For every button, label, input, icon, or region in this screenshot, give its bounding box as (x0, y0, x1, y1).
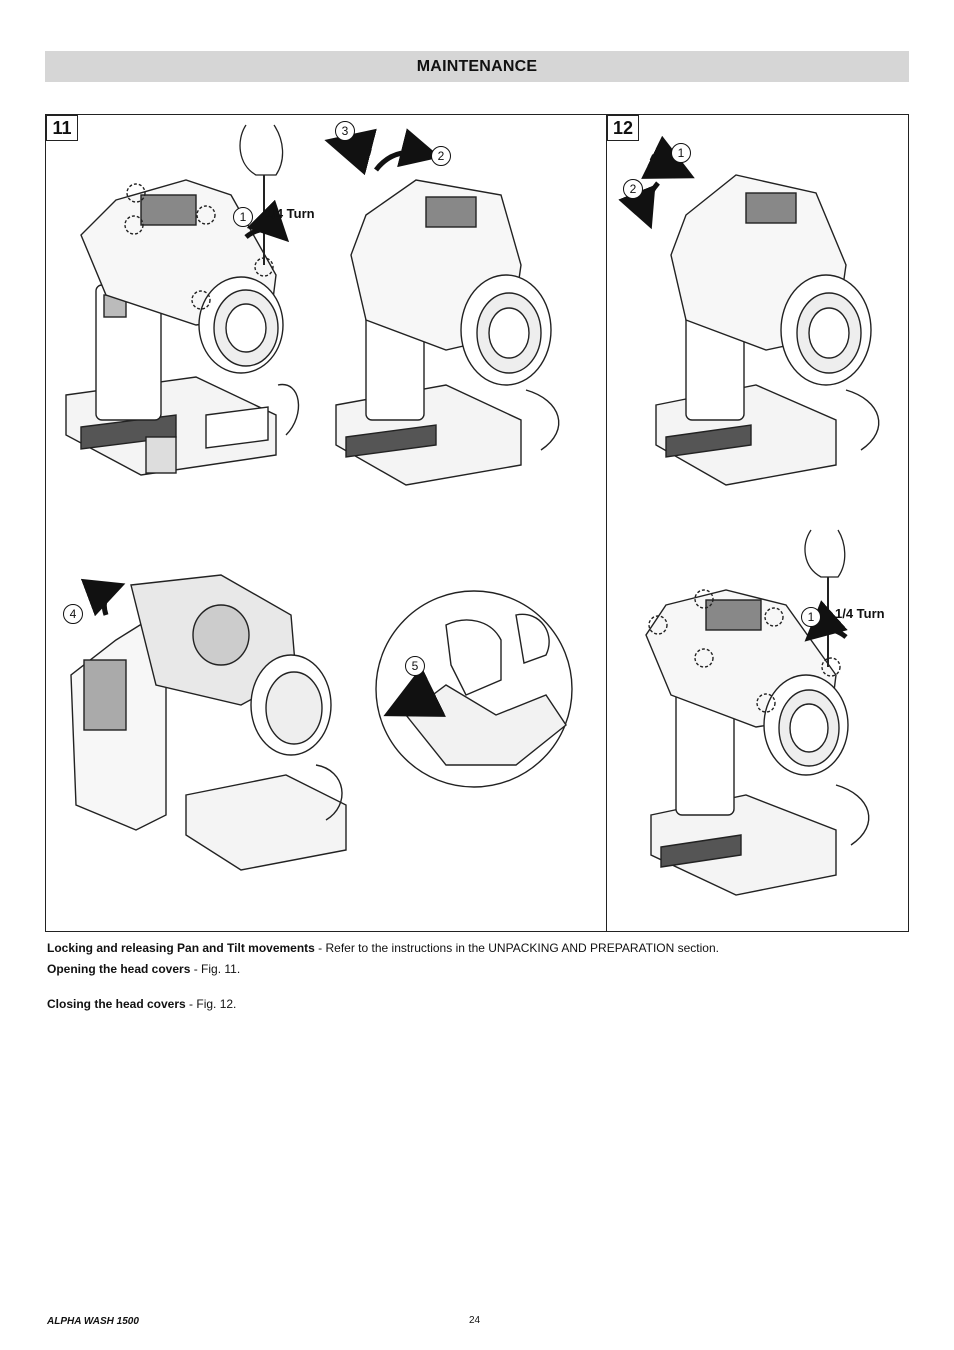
step-badge: 2 (623, 179, 643, 199)
fixture-illustration-11c (70, 574, 347, 871)
turn-arrow-12b (804, 600, 848, 642)
caption-text: - Refer to the instructions in the UNPAC… (314, 941, 719, 955)
fixture-illustration-12b (645, 589, 870, 896)
caption-text: - Fig. 11. (190, 962, 241, 976)
remove-arrow-11b (324, 128, 377, 176)
caption-heading: Opening the head covers (47, 962, 191, 976)
caption-heading: Closing the head covers (47, 997, 186, 1011)
step-badge: 1 (233, 207, 253, 227)
release-arrow-11d (383, 666, 447, 717)
figure-divider (606, 115, 607, 931)
step-badge: 5 (405, 656, 425, 676)
caption-closing-covers: Closing the head covers - Fig. 12. (47, 997, 236, 1011)
swing-arrow-11c (80, 578, 126, 617)
footer-model-name: ALPHA WASH 1500 (47, 1316, 139, 1327)
caption-heading: Locking and releasing Pan and Tilt movem… (47, 941, 315, 955)
caption-text: - Fig. 12. (185, 997, 237, 1011)
figure-11-label: 11 (46, 115, 78, 141)
section-header: MAINTENANCE (45, 51, 909, 82)
quarter-turn-label: 1/4 Turn (835, 606, 885, 621)
turn-arrow-11a (244, 199, 290, 243)
latch-detail-11d (375, 590, 573, 788)
caption-pan-tilt: Locking and releasing Pan and Tilt movem… (47, 941, 719, 955)
figure-12-label: 12 (607, 115, 639, 141)
hand-12b (804, 529, 846, 578)
step-badge: 1 (671, 143, 691, 163)
moving-head-illustrations (65, 124, 880, 896)
fixture-illustration-11a (65, 179, 300, 476)
lower-arrow-12a (618, 181, 660, 230)
hand-11a (239, 124, 284, 176)
step-badge: 1 (801, 607, 821, 627)
fixture-illustration-12a (655, 174, 880, 486)
figure-frame: 11 12 1 2 3 4 5 1/4 Turn 1 2 1 1/4 Turn (45, 114, 909, 932)
step-badge: 4 (63, 604, 83, 624)
step-badge: 2 (431, 146, 451, 166)
lift-arrow-11b (374, 128, 441, 172)
page-number: 24 (469, 1315, 481, 1326)
place-arrow-12a (641, 135, 695, 179)
section-title: MAINTENANCE (416, 57, 538, 75)
quarter-turn-label: 1/4 Turn (265, 206, 315, 221)
caption-opening-covers: Opening the head covers - Fig. 11. (47, 962, 240, 976)
fixture-illustration-11b (335, 179, 560, 486)
step-badge: 3 (335, 121, 355, 141)
